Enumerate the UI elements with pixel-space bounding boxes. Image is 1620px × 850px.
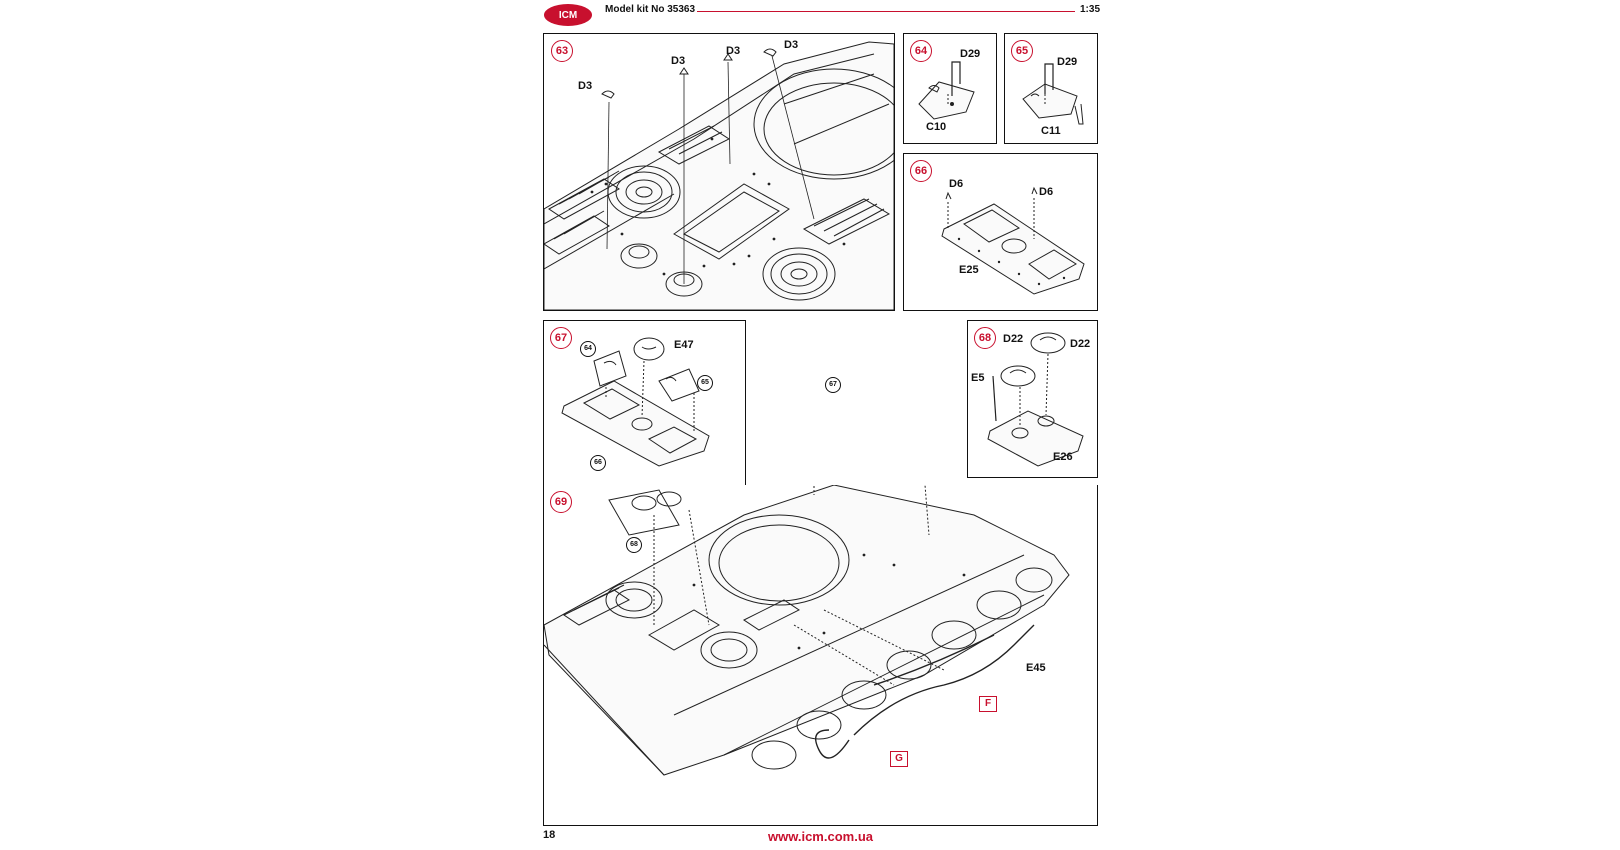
part-label-d3-d: D3 bbox=[784, 39, 799, 51]
step-68-number: 68 bbox=[974, 327, 996, 349]
step-65-number: 65 bbox=[1011, 40, 1033, 62]
part-label-d3-c: D3 bbox=[726, 45, 741, 57]
step-63-drawing bbox=[544, 41, 894, 310]
header-rule bbox=[697, 11, 1075, 12]
step-67-number: 67 bbox=[550, 327, 572, 349]
engine-grille-left bbox=[544, 170, 620, 255]
ref-step-67: 67 bbox=[825, 377, 841, 393]
step-65-drawing bbox=[1022, 63, 1084, 125]
step-68-drawing bbox=[987, 332, 1084, 467]
step-69-panel: 69 68 E45 F G bbox=[543, 485, 1098, 826]
step-64-drawing bbox=[918, 61, 975, 120]
scale-label: 1:35 bbox=[1080, 4, 1101, 15]
part-label-d6-b: D6 bbox=[1039, 186, 1054, 198]
road-wheels bbox=[751, 567, 1053, 770]
callout-box-f: F bbox=[979, 696, 997, 712]
step-64-panel: 64 D29 C10 bbox=[903, 33, 997, 144]
part-label-c11: C11 bbox=[1041, 125, 1061, 137]
part-label-d6-a: D6 bbox=[949, 178, 964, 190]
page-number: 18 bbox=[543, 829, 556, 841]
part-label-e26: E26 bbox=[1053, 451, 1073, 463]
step-69-number: 69 bbox=[550, 491, 572, 513]
part-label-e25: E25 bbox=[959, 264, 979, 276]
ref-step-65: 65 bbox=[697, 375, 713, 391]
website-url[interactable]: www.icm.com.ua bbox=[768, 829, 873, 844]
step-64-number: 64 bbox=[910, 40, 932, 62]
step-63-panel: 63 D3 D3 D3 D3 bbox=[543, 33, 895, 311]
part-label-c10: C10 bbox=[926, 121, 947, 133]
ref-step-64: 64 bbox=[580, 341, 596, 357]
kit-number: Model kit No 35363 bbox=[605, 4, 696, 15]
fan-cover-2 bbox=[762, 247, 836, 301]
ref-step-66: 66 bbox=[590, 455, 606, 471]
step-68-panel: 68 D22 D22 E5 E26 bbox=[967, 320, 1098, 478]
step-67-drawing bbox=[561, 337, 710, 467]
part-label-d3-b: D3 bbox=[671, 55, 686, 67]
icm-logo: ICM bbox=[543, 2, 593, 28]
step-69-drawing bbox=[544, 485, 1070, 776]
svg-text:ICM: ICM bbox=[559, 10, 577, 21]
part-label-d22-b: D22 bbox=[1070, 338, 1091, 350]
step-66-number: 66 bbox=[910, 160, 932, 182]
part-label-d3-a: D3 bbox=[578, 80, 593, 92]
part-label-d29: D29 bbox=[1057, 56, 1078, 68]
part-label-d29: D29 bbox=[960, 48, 981, 60]
part-label-d22-a: D22 bbox=[1003, 333, 1024, 345]
step-63-number: 63 bbox=[551, 40, 573, 62]
part-label-e5: E5 bbox=[971, 372, 985, 384]
part-label-e45: E45 bbox=[1026, 662, 1046, 674]
ref-step-68: 68 bbox=[626, 537, 642, 553]
step-65-panel: 65 D29 C11 bbox=[1004, 33, 1098, 144]
step-67-panel: 67 E47 64 65 66 bbox=[543, 320, 746, 487]
step-66-panel: 66 D6 D6 E25 bbox=[903, 153, 1098, 311]
step-66-drawing bbox=[941, 186, 1085, 295]
part-label-e47: E47 bbox=[674, 339, 694, 351]
callout-box-g: G bbox=[890, 751, 908, 767]
